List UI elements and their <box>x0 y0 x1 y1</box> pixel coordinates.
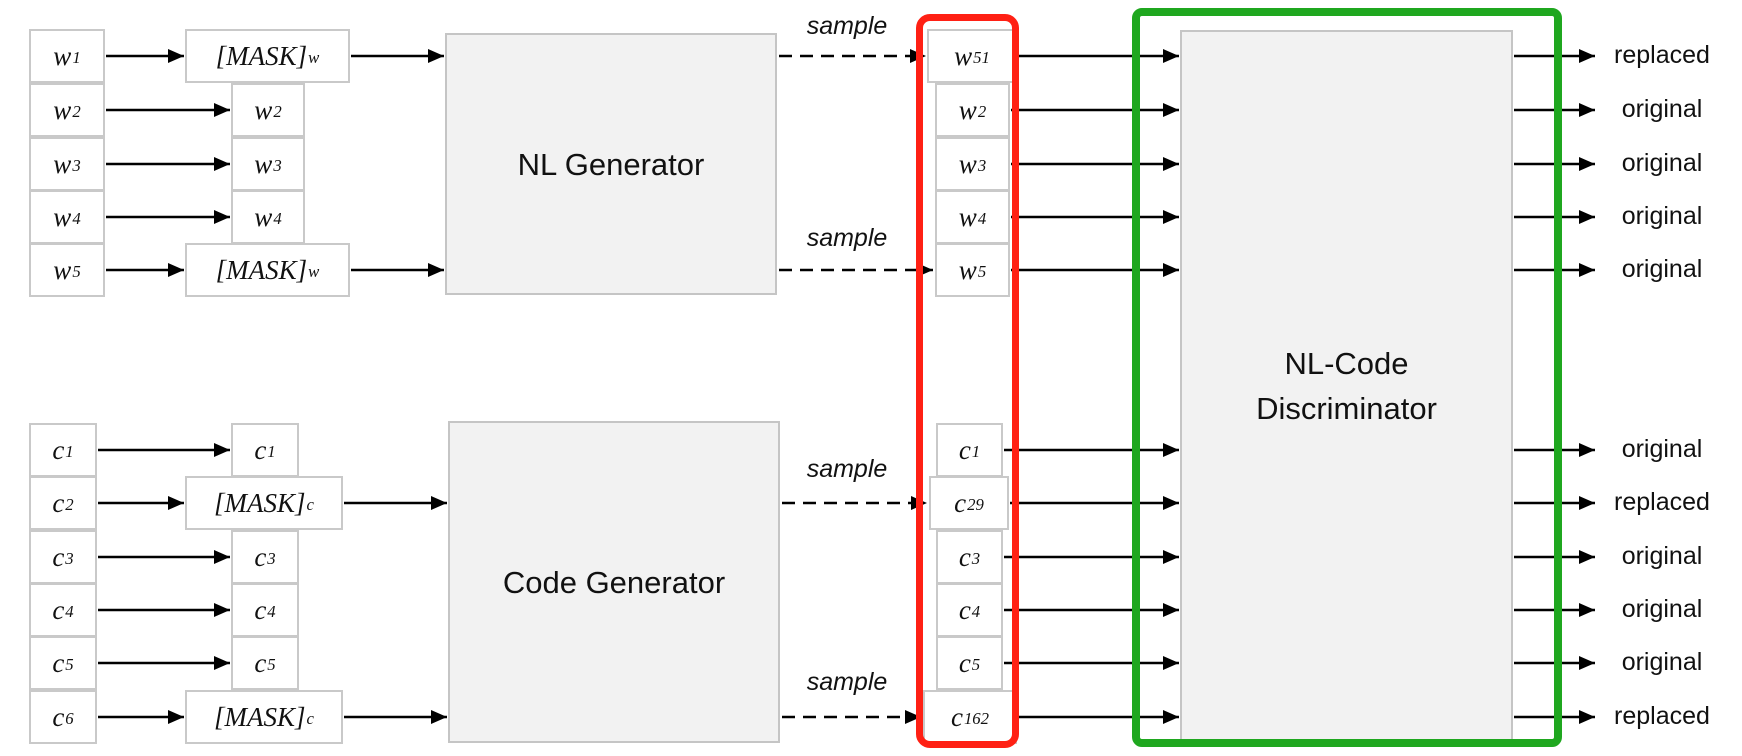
code-input-arrows <box>98 443 447 724</box>
nl-sample-arrows <box>779 49 933 277</box>
sample-label: sample <box>806 455 888 483</box>
code-generator-box: Code Generator <box>448 421 780 743</box>
token-mask-c-2: [MASK]c <box>185 690 343 744</box>
token-mask-c-1: [MASK]c <box>185 476 343 530</box>
discriminator-box: NL-Code Discriminator <box>1180 30 1513 742</box>
prediction-label: original <box>1621 149 1703 177</box>
prediction-label: original <box>1621 255 1703 283</box>
prediction-label: replaced <box>1614 41 1710 69</box>
nl-input-arrows <box>106 49 444 277</box>
sample-label: sample <box>806 668 888 696</box>
code-discriminator-arrows <box>1004 443 1595 724</box>
prediction-label: original <box>1621 95 1703 123</box>
code-sample-arrows <box>782 496 927 724</box>
prediction-label: original <box>1621 202 1703 230</box>
sample-label: sample <box>806 224 888 252</box>
prediction-label: original <box>1621 435 1703 463</box>
prediction-label: replaced <box>1614 488 1710 516</box>
token-mask-w-1: [MASK]w <box>185 29 350 83</box>
code-generator-label: Code Generator <box>502 564 726 600</box>
prediction-label: original <box>1621 595 1703 623</box>
token-mask-w-2: [MASK]w <box>185 243 350 297</box>
prediction-label: original <box>1621 542 1703 570</box>
discriminator-label-line1: NL-Code <box>1284 346 1409 381</box>
nl-generator-box: NL Generator <box>445 33 777 295</box>
nl-generator-label: NL Generator <box>517 146 705 182</box>
prediction-label: replaced <box>1614 702 1710 730</box>
sample-label: sample <box>806 12 888 40</box>
prediction-label: original <box>1621 648 1703 676</box>
discriminator-label-line2: Discriminator <box>1256 391 1437 426</box>
